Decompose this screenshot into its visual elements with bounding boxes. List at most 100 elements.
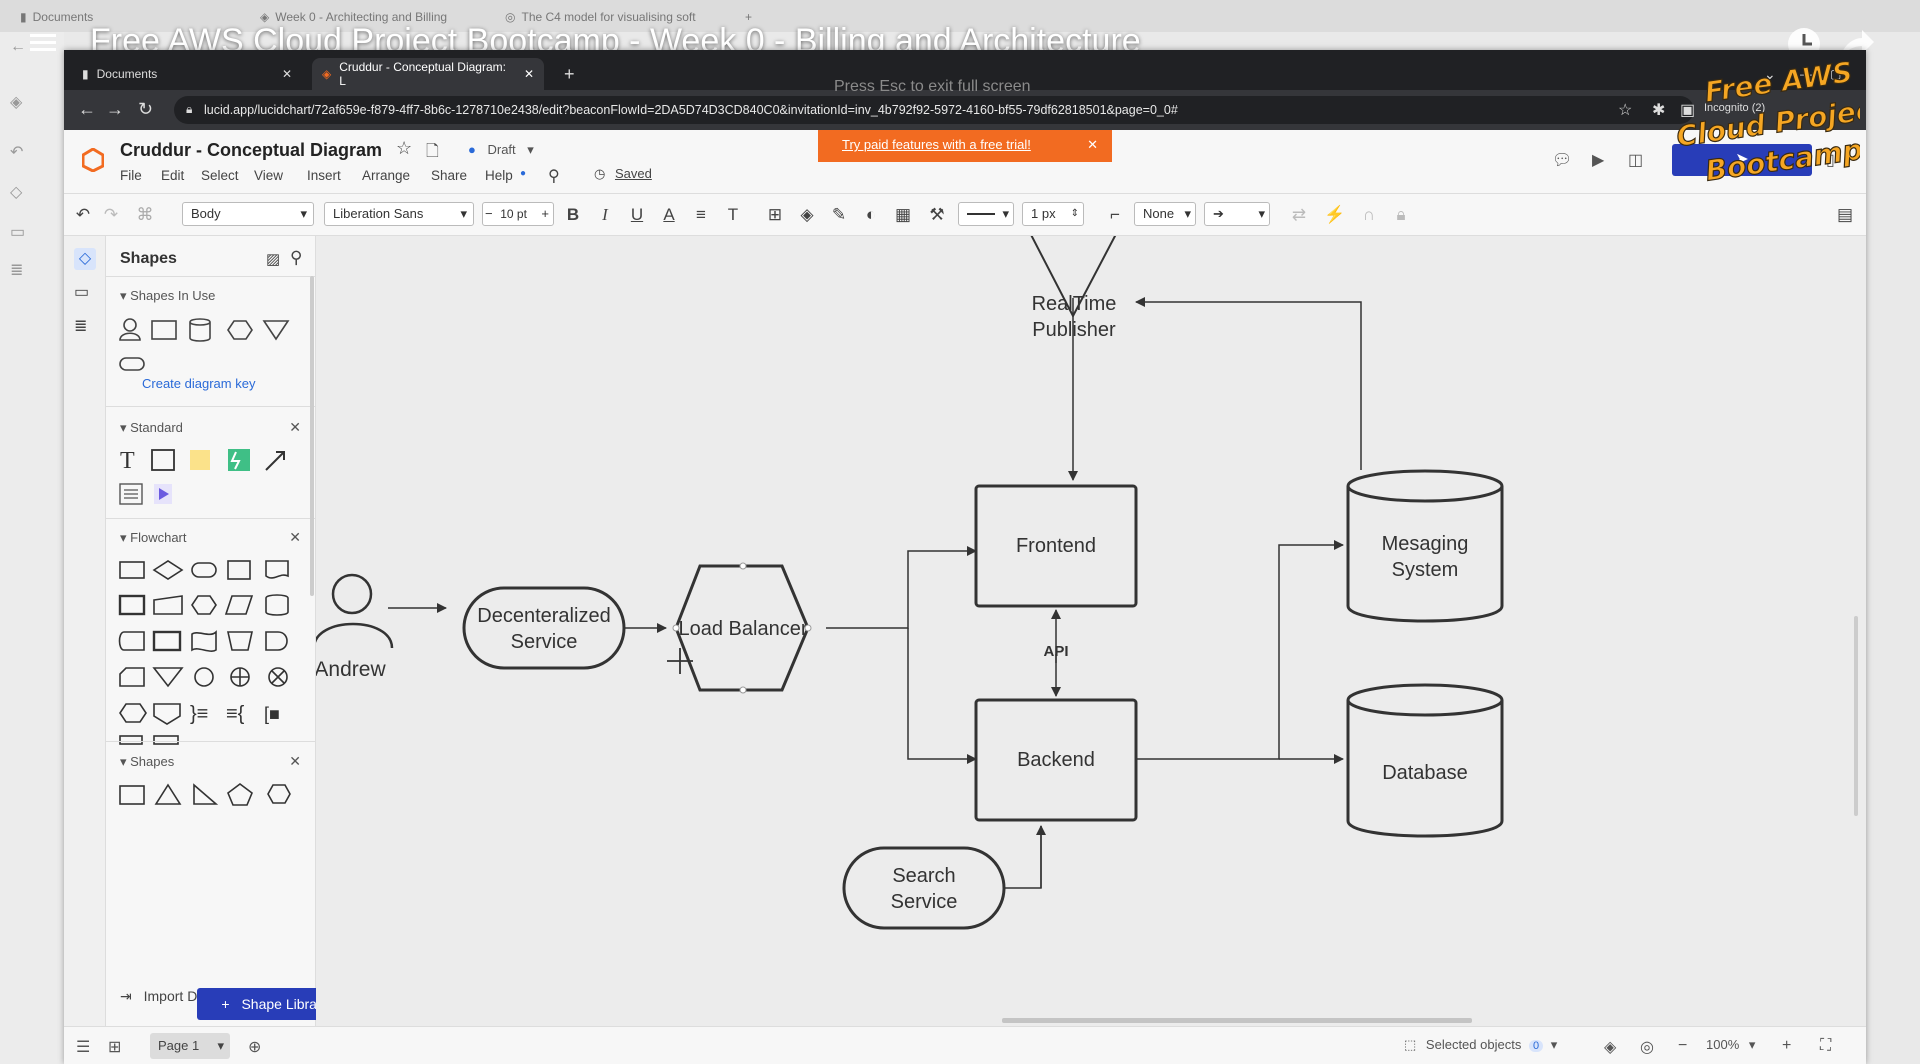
align-icon[interactable]: ≡	[696, 205, 706, 224]
accessibility-icon[interactable]: ◎	[1640, 1039, 1654, 1056]
zoom-select[interactable]: 100% ▾	[1706, 1037, 1756, 1052]
connector-balancer-frontend[interactable]	[826, 546, 977, 629]
zoom-out-icon[interactable]: −	[1678, 1037, 1688, 1054]
decision-shape-icon[interactable]	[152, 560, 184, 580]
present-icon[interactable]: ▶	[1592, 152, 1605, 169]
document-icon[interactable]: 🗋︎	[426, 143, 439, 160]
lucid-logo-icon[interactable]	[81, 147, 105, 173]
messaging-system-node[interactable]: Mesaging System	[1346, 469, 1504, 623]
style-select[interactable]: Body ▾	[182, 202, 314, 226]
undo-icon[interactable]: ↶	[75, 205, 91, 224]
line-style-select[interactable]: ▾	[958, 202, 1014, 226]
swimlane-horizontal-icon[interactable]	[153, 735, 179, 745]
action-icon[interactable]: ⚡	[1324, 205, 1346, 224]
data-shape-icon[interactable]	[224, 595, 254, 615]
frontend-node[interactable]: Frontend	[974, 484, 1138, 608]
close-icon[interactable]: ✕	[1087, 137, 1098, 152]
display-icon[interactable]	[119, 703, 147, 723]
create-diagram-key-link[interactable]: Create diagram key	[142, 376, 256, 391]
search-service-node[interactable]: Search Service	[842, 846, 1006, 930]
triangle-shape-icon[interactable]	[154, 783, 182, 805]
tape-icon[interactable]	[191, 630, 217, 652]
zoom-in-icon[interactable]: +	[1782, 1037, 1792, 1054]
line-width-stepper[interactable]: 1 px ⇕	[1022, 202, 1084, 226]
outer-tab[interactable]: ◈Week 0 - Architecting and Billing	[260, 10, 448, 24]
star-icon[interactable]: ☆	[396, 138, 413, 158]
link-icon[interactable]: ∩	[1362, 205, 1376, 224]
swap-icon[interactable]: ⇄	[1291, 205, 1307, 224]
block-shape-icon[interactable]	[151, 449, 175, 471]
connector-icon[interactable]	[194, 667, 214, 687]
summing-junction-icon[interactable]	[268, 667, 288, 687]
close-icon[interactable]: ✕	[523, 67, 534, 81]
person-shape-icon[interactable]	[119, 332, 141, 341]
arrow-start-select[interactable]: None ▾	[1134, 202, 1196, 226]
diagram-svg[interactable]: RealTime Publisher Andrew Decenteralized…	[316, 236, 1866, 1026]
manual-input-icon[interactable]	[153, 595, 183, 615]
card-icon[interactable]	[119, 667, 145, 687]
binoculars-icon[interactable]: ⚲	[548, 168, 560, 185]
document-title[interactable]: Cruddur - Conceptual Diagram	[120, 140, 383, 160]
merge-icon[interactable]	[152, 667, 184, 688]
cylinder-shape-icon[interactable]	[189, 318, 211, 342]
page-tab[interactable]: Page 1 ▾	[150, 1033, 230, 1059]
panel-scrollbar[interactable]	[310, 276, 314, 596]
connector-backend-messaging[interactable]	[1136, 540, 1344, 760]
load-balancer-node[interactable]: Load Balancer	[672, 562, 812, 694]
menu-icon[interactable]	[30, 32, 58, 54]
plus-icon[interactable]: +	[541, 206, 549, 221]
new-tab-icon[interactable]: +	[745, 10, 753, 24]
share-button[interactable]: ➤	[1672, 144, 1812, 176]
connector-messaging-publisher[interactable]	[1135, 297, 1362, 470]
manual-operation-icon[interactable]	[227, 631, 253, 651]
panel-toggle-icon[interactable]: ▯	[1826, 152, 1835, 169]
text-shape-icon[interactable]: T	[120, 448, 135, 474]
close-icon[interactable]: ✕	[289, 753, 301, 769]
redo-icon[interactable]: ↷	[103, 205, 119, 224]
sidepanel-icon[interactable]: ▣	[1680, 102, 1696, 119]
pentagon-shape-icon[interactable]	[227, 783, 253, 806]
search-icon[interactable]: ⚲	[290, 248, 303, 267]
terminator-shape-icon[interactable]	[119, 357, 145, 371]
section-shapes-in-use[interactable]: ▾ Shapes In Use	[120, 288, 216, 303]
right-triangle-icon[interactable]	[193, 783, 219, 805]
internal-storage-icon[interactable]	[152, 630, 182, 652]
hexagon-shape-icon[interactable]	[227, 320, 253, 340]
document-shape-icon[interactable]	[265, 560, 289, 579]
terminator-shape-icon[interactable]	[191, 562, 217, 578]
menu-insert[interactable]: Insert	[307, 168, 341, 183]
chevron-down-icon[interactable]: ⌄	[1764, 65, 1776, 82]
magic-wand-icon[interactable]: ⚒	[929, 205, 945, 224]
incognito-label[interactable]: Incognito (2)	[1704, 102, 1766, 114]
person-shape-icon[interactable]	[123, 318, 137, 332]
process-shape-icon[interactable]	[119, 561, 145, 579]
vertical-scrollbar[interactable]	[1854, 616, 1858, 816]
outer-tab[interactable]: ▮Documents	[20, 10, 94, 24]
list-shape-icon[interactable]	[119, 483, 143, 505]
menu-file[interactable]: File	[120, 168, 142, 183]
minus-icon[interactable]: −	[485, 206, 493, 221]
bold-icon[interactable]: B	[566, 205, 580, 224]
hexagon-shape-icon[interactable]	[267, 784, 291, 804]
sticky-note-icon[interactable]	[190, 450, 210, 470]
star-icon[interactable]: ☆	[1618, 102, 1633, 119]
triangle-shape-icon[interactable]	[262, 320, 290, 341]
section-flowchart[interactable]: ▾ Flowchart	[120, 530, 187, 545]
image-icon[interactable]: ▦	[894, 205, 912, 224]
opacity-icon[interactable]: ◐	[865, 205, 877, 224]
line-shape-icon[interactable]: ⌐	[1110, 205, 1120, 224]
rectangle-shape-icon[interactable]	[151, 320, 177, 340]
maximize-icon[interactable]: ▢	[1830, 67, 1842, 81]
video-icon[interactable]: ◫	[1628, 152, 1644, 169]
menu-select[interactable]: Select	[201, 168, 239, 183]
lock-icon[interactable]: 🔒︎	[1396, 205, 1406, 224]
selected-objects-indicator[interactable]: ⬚ Selected objects 0 ▾	[1404, 1037, 1558, 1052]
arrow-end-select[interactable]: ➔ ▾	[1204, 202, 1270, 226]
grid-view-icon[interactable]: ⊞	[108, 1039, 122, 1056]
annotation-brace-icon[interactable]: ≡{	[226, 703, 245, 725]
off-page-icon[interactable]	[153, 703, 181, 725]
menu-view[interactable]: View	[254, 168, 284, 183]
close-icon[interactable]: ✕	[289, 419, 301, 435]
extensions-icon[interactable]: ✱	[1652, 102, 1666, 119]
menu-edit[interactable]: Edit	[161, 168, 185, 183]
